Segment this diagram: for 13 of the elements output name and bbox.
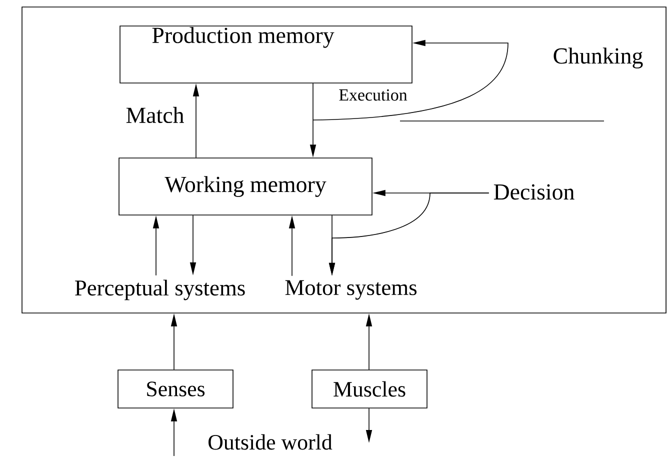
edge-label: Match: [124, 106, 186, 124]
process-box: Working memory: [118, 158, 372, 216]
edge-label: Execution: [338, 88, 408, 102]
process-box: Production memory: [120, 26, 412, 84]
process-box: Senses: [118, 370, 234, 408]
arrow: [312, 40, 508, 120]
process-box: Muscles: [312, 370, 428, 408]
system-label: Motor systems: [285, 280, 417, 300]
chunking-label: Chunking: [554, 48, 643, 68]
system-label: Perceptual systems: [75, 280, 245, 300]
frame-box: [22, 6, 666, 314]
outside-world-label: Outside world: [208, 434, 332, 450]
decision-text: Decision: [494, 184, 574, 200]
